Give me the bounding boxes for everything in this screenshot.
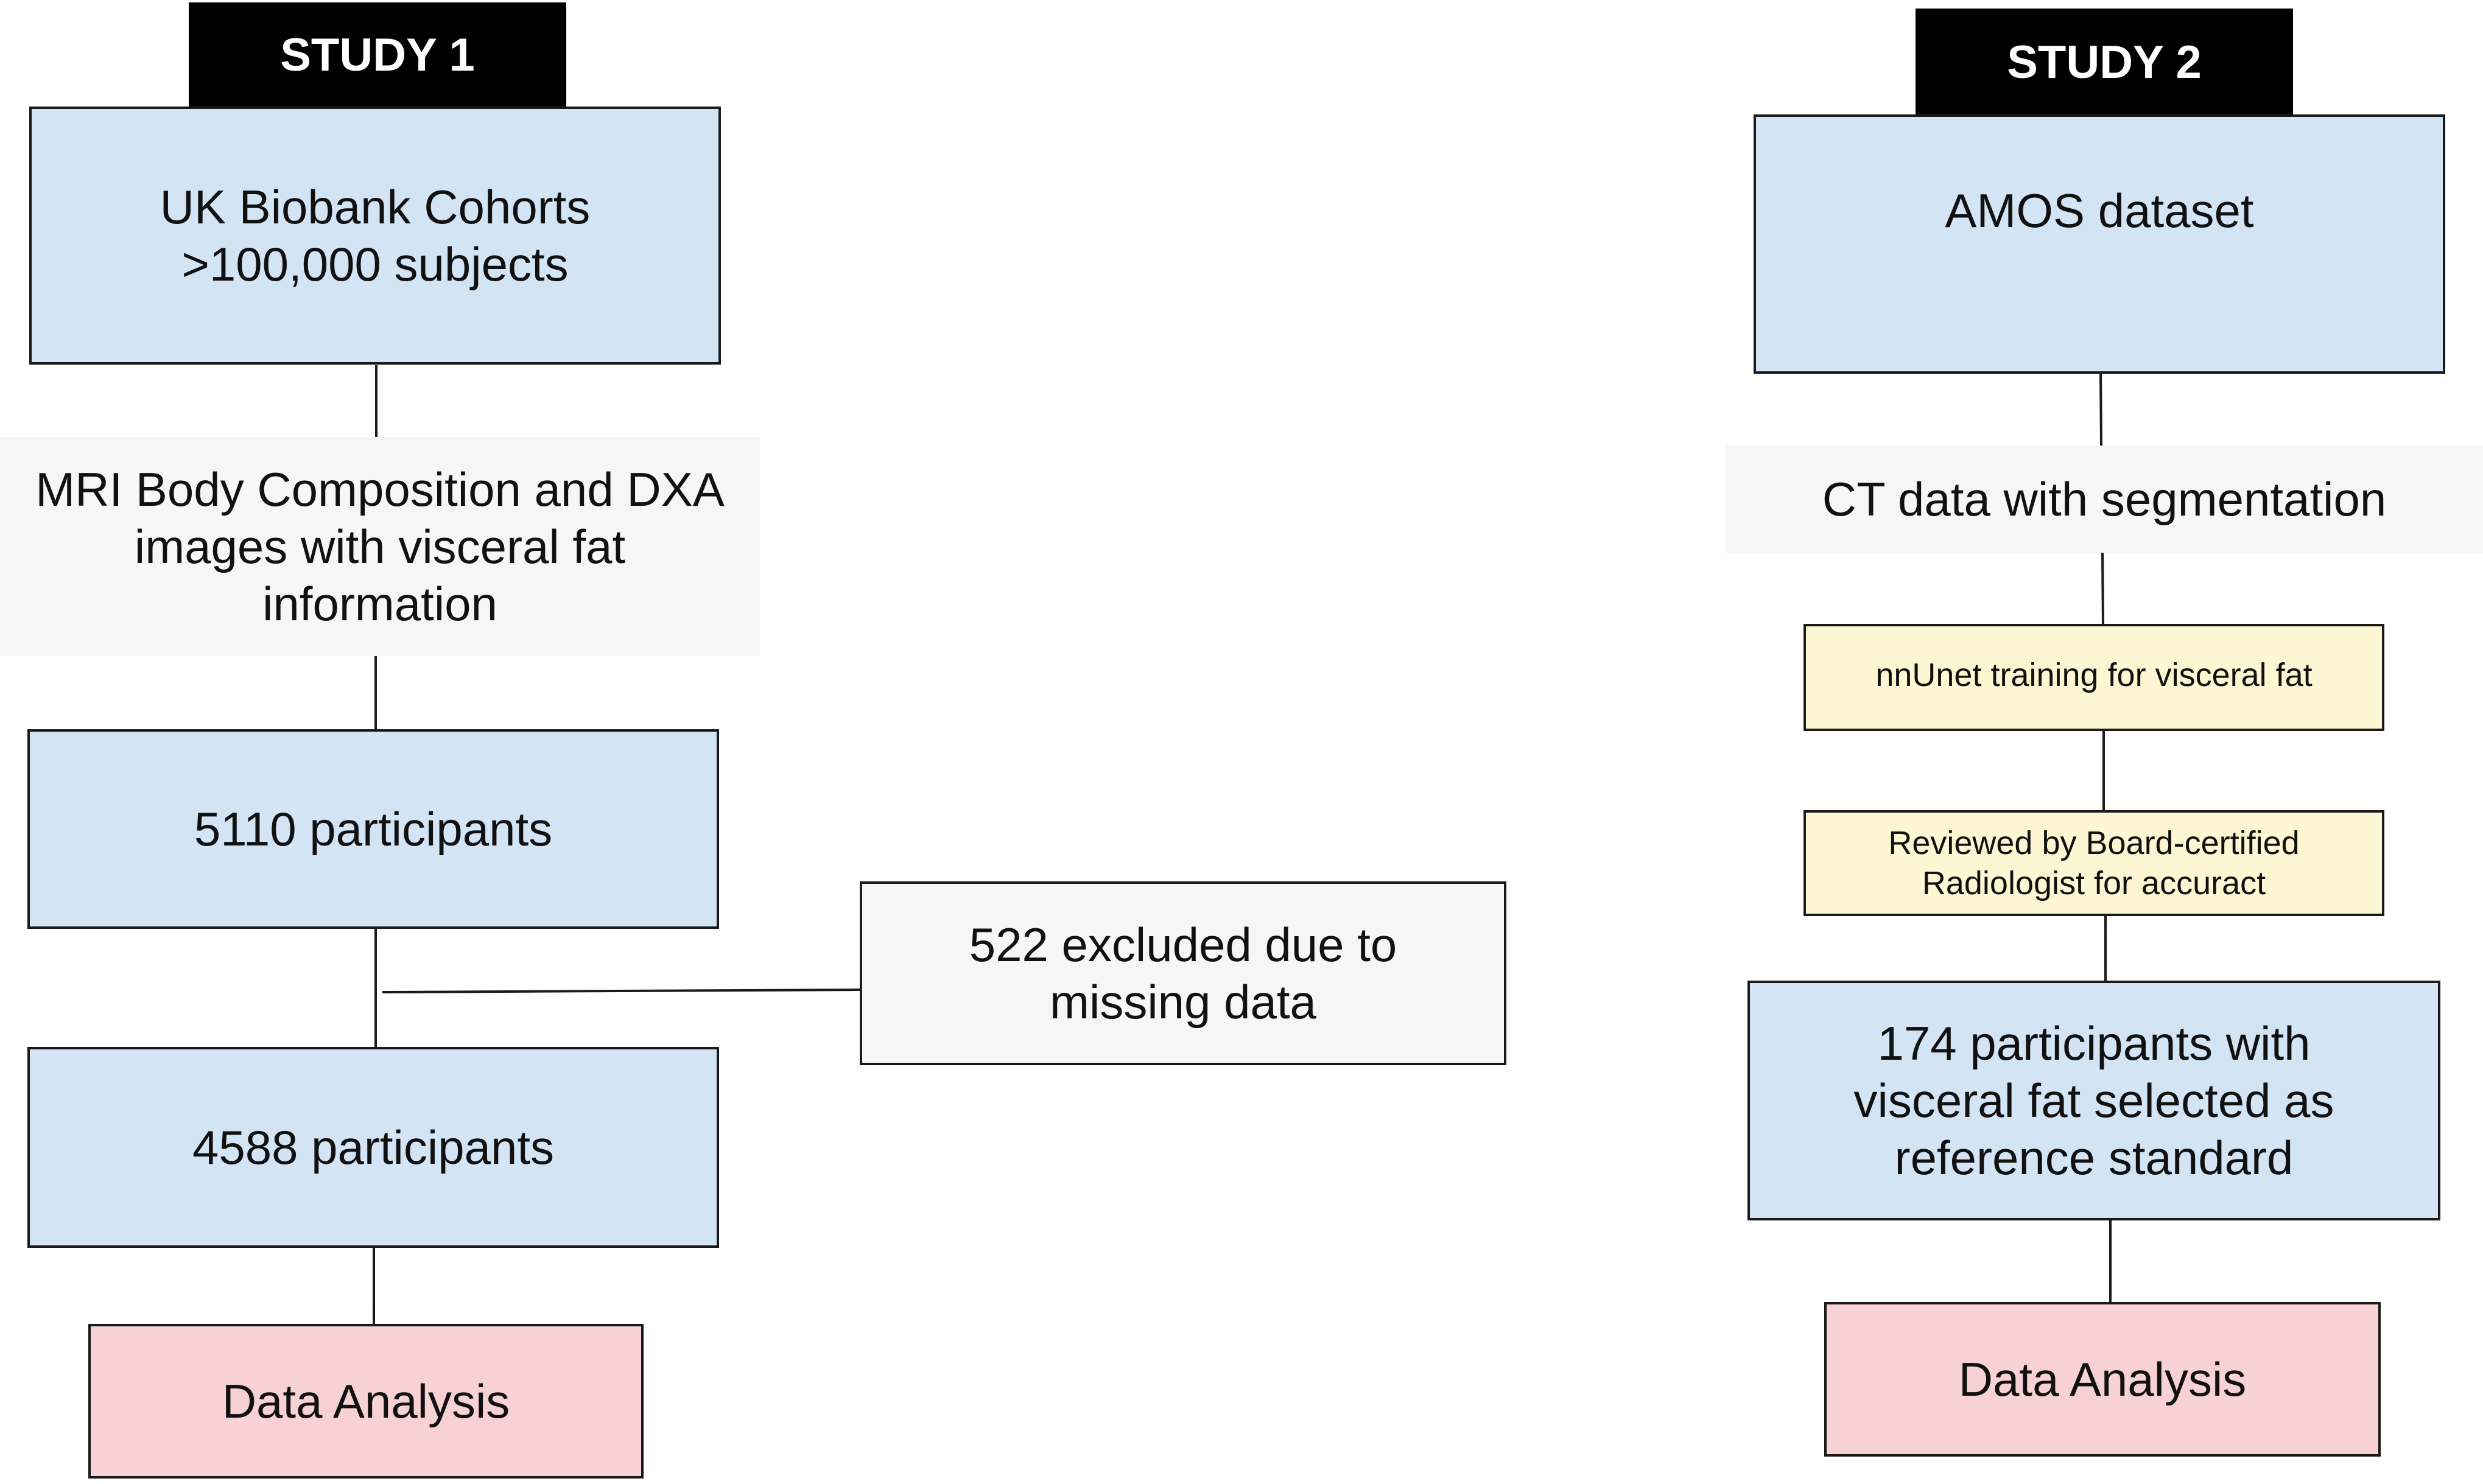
study1-analysis-box: Data Analysis bbox=[88, 1324, 644, 1479]
study1-cohort-box: UK Biobank Cohorts >100,000 subjects bbox=[29, 107, 721, 365]
study1-imaging-box: MRI Body Composition and DXA images with… bbox=[0, 437, 760, 656]
study1-analysis-label: Data Analysis bbox=[222, 1374, 510, 1428]
study2-analysis-label: Data Analysis bbox=[1958, 1352, 2247, 1406]
study1-participants-initial-box: 5110 participants bbox=[27, 729, 719, 929]
study2-participants-label: 174 participants with visceral fat selec… bbox=[1853, 1017, 2334, 1185]
study1-cohort-label: UK Biobank Cohorts >100,000 subjects bbox=[160, 180, 591, 291]
study1-excluded-label: 522 excluded due to missing data bbox=[969, 918, 1397, 1029]
study2-header-label: STUDY 2 bbox=[2007, 36, 2202, 88]
study1-header-label: STUDY 1 bbox=[280, 29, 475, 81]
study2-participants-box: 174 participants with visceral fat selec… bbox=[1747, 981, 2440, 1220]
study1-excluded-box: 522 excluded due to missing data bbox=[860, 881, 1506, 1065]
study1-participants-final-box: 4588 participants bbox=[27, 1047, 719, 1248]
study1-header: STUDY 1 bbox=[189, 2, 566, 107]
study2-dataset-label: AMOS dataset bbox=[1945, 184, 2254, 237]
study1-imaging-label: MRI Body Composition and DXA images with… bbox=[35, 463, 725, 631]
connector-ct-training bbox=[2101, 552, 2104, 625]
study2-ct-box: CT data with segmentation bbox=[1726, 446, 2483, 553]
study2-training-label: nnUnet training for visceral fat bbox=[1875, 657, 2313, 693]
study1-participants-final-label: 4588 participants bbox=[192, 1121, 555, 1174]
study2-dataset-box: AMOS dataset bbox=[1754, 114, 2445, 374]
study2-header: STUDY 2 bbox=[1916, 9, 2293, 116]
study2-training-box: nnUnet training for visceral fat bbox=[1803, 624, 2384, 731]
study2-review-box: Reviewed by Board-certified Radiologist … bbox=[1803, 810, 2384, 916]
connector-exclusion bbox=[382, 989, 862, 993]
study2-analysis-box: Data Analysis bbox=[1824, 1302, 2381, 1457]
study2-review-label: Reviewed by Board-certified Radiologist … bbox=[1888, 825, 2300, 901]
study2-ct-label: CT data with segmentation bbox=[1822, 472, 2387, 526]
study1-participants-initial-label: 5110 participants bbox=[194, 802, 553, 856]
